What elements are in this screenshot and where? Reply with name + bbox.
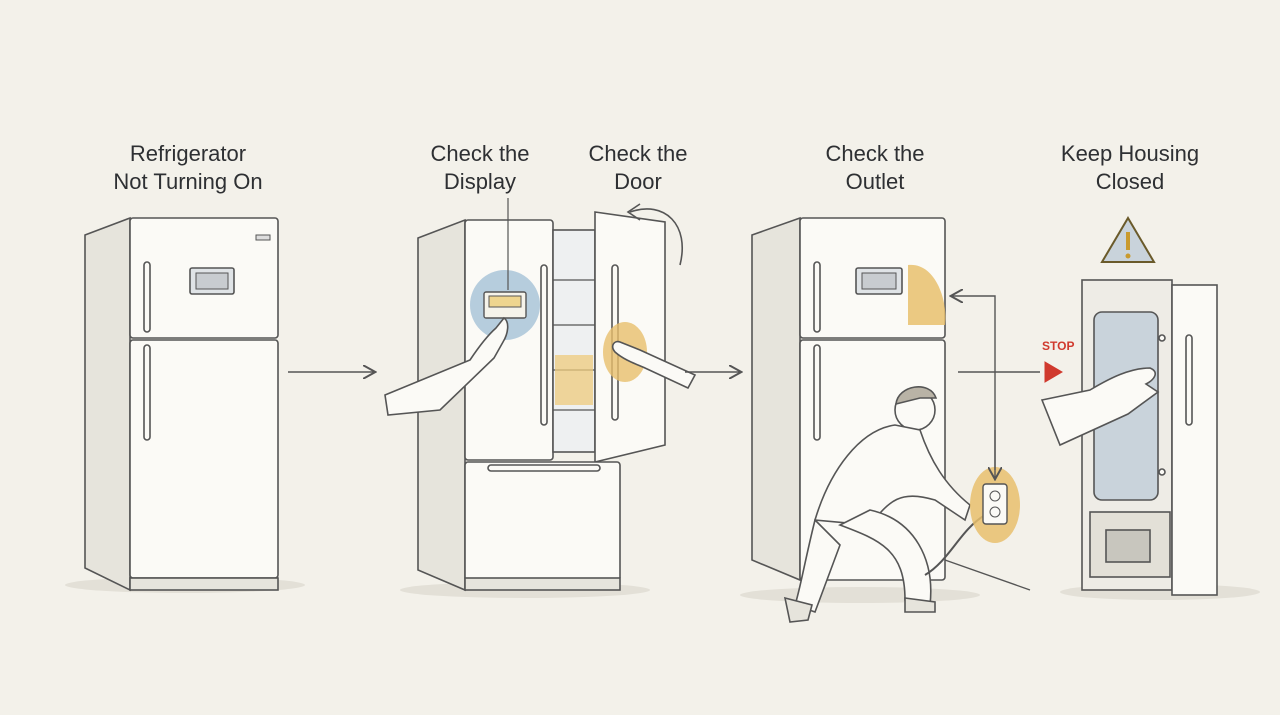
caption-check-the-display: Check the Display — [400, 140, 560, 196]
lower-handle — [813, 344, 821, 441]
display-screen — [195, 272, 229, 290]
fridge-base — [129, 577, 279, 591]
display-screen — [861, 272, 897, 290]
wall-floor-line — [944, 559, 1031, 591]
freezer-drawer — [464, 461, 621, 581]
caption-line: Outlet — [845, 169, 905, 194]
compressor-unit — [1105, 529, 1151, 563]
fridge-base — [464, 577, 621, 591]
stop-arrowhead-icon — [1044, 361, 1063, 383]
caption-line: Refrigerator — [129, 141, 247, 166]
caption-line: Check the — [430, 141, 530, 166]
outlet-to-display-arrow — [952, 296, 996, 470]
caption-line: Display — [443, 169, 517, 194]
badge — [255, 234, 271, 241]
panel-screw — [1158, 468, 1166, 476]
fridge-side — [1171, 284, 1218, 596]
caption-line: Keep Housing — [1060, 141, 1200, 166]
person-kneeling — [783, 386, 971, 623]
person-hair — [895, 386, 938, 406]
side-handle — [1185, 334, 1193, 426]
interior — [552, 229, 596, 453]
person-shoe — [783, 596, 813, 623]
caption-line: Check the — [588, 141, 688, 166]
caption-keep-housing-closed: Keep Housing Closed — [1030, 140, 1230, 196]
caption-line: Door — [614, 169, 662, 194]
warning-exclamation-dot — [1125, 253, 1131, 259]
hand-pressing-display — [384, 316, 509, 416]
interior-light-highlight — [555, 355, 593, 405]
caption-refrigerator-not-turning-on: Refrigerator Not Turning On — [88, 140, 288, 196]
caption-line: Closed — [1095, 169, 1165, 194]
door-swing-arrowhead — [626, 203, 641, 221]
fridge-step-1 — [65, 216, 305, 593]
fridge-step-4 — [1060, 279, 1260, 600]
display-edge-highlight — [908, 264, 946, 325]
fridge-side-panel — [84, 216, 131, 592]
floor-shadow — [740, 587, 980, 603]
person-torso — [813, 424, 971, 526]
left-door — [464, 219, 554, 461]
warning-exclamation — [1126, 232, 1130, 250]
caption-check-the-outlet: Check the Outlet — [795, 140, 955, 196]
fridge-lower-door — [129, 339, 279, 579]
hand-on-housing — [1040, 367, 1160, 447]
caption-line: Check the — [825, 141, 925, 166]
upper-handle — [813, 261, 821, 333]
caption-line: Not Turning On — [113, 169, 263, 194]
caption-check-the-door: Check the Door — [560, 140, 716, 196]
fridge-step-3 — [740, 216, 980, 603]
power-outlet-icon — [982, 483, 1008, 525]
stop-sign-label: STOP — [1042, 339, 1074, 353]
lower-handle — [143, 344, 151, 441]
upper-handle — [143, 261, 151, 333]
person-shoe — [904, 597, 936, 613]
panel-screw — [1158, 334, 1166, 342]
hand-opening-door — [612, 340, 697, 390]
fridge-side-panel — [751, 216, 801, 582]
drawer-handle — [487, 464, 601, 472]
outlet-socket — [989, 490, 1001, 502]
left-door-handle — [540, 264, 548, 426]
display-screen — [488, 295, 522, 308]
door-swing-arrow-icon — [629, 208, 683, 266]
outlet-socket — [989, 506, 1001, 518]
